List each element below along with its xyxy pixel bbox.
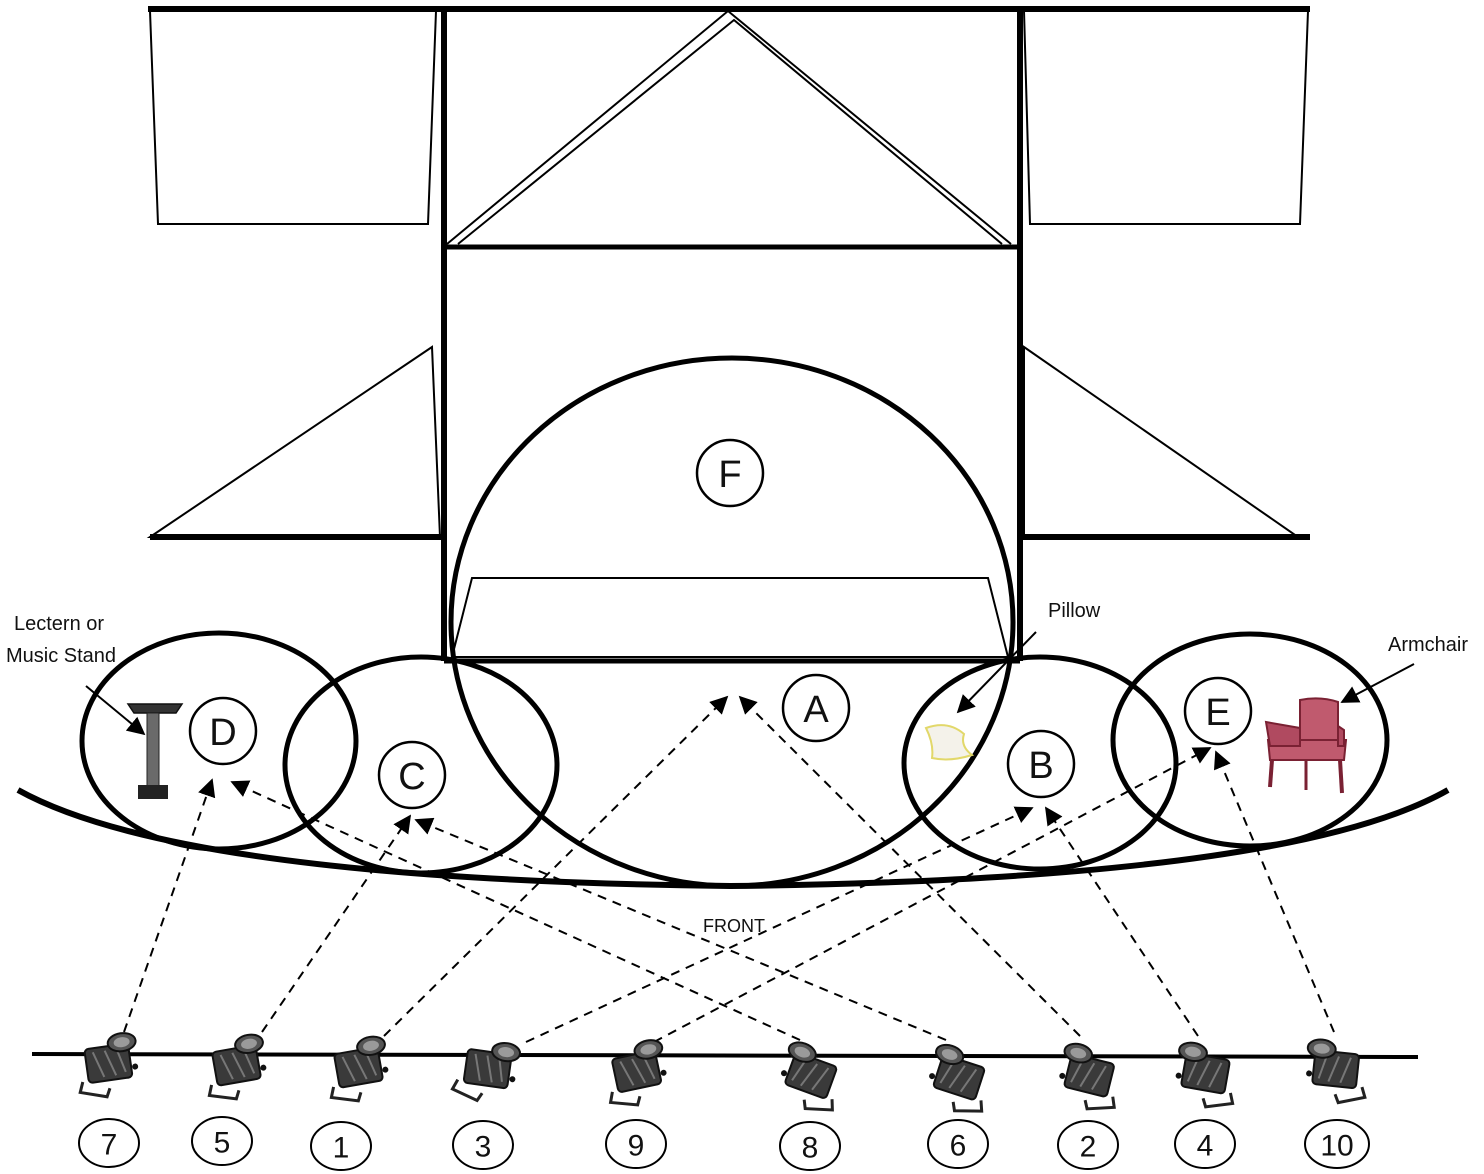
area-E-badge	[1183, 676, 1253, 746]
area-B-label: B	[1028, 745, 1053, 787]
instrument-5-label: 5	[214, 1127, 231, 1160]
fixtures	[71, 1029, 1372, 1121]
instrument-1-label: 1	[333, 1132, 350, 1165]
area-B-badge	[1006, 729, 1076, 799]
area-F-label: F	[718, 454, 741, 496]
fixture-9-icon	[598, 1036, 675, 1112]
area-A-badge	[781, 673, 851, 743]
fixture-8-icon	[769, 1037, 853, 1119]
area-D-badge	[188, 696, 258, 766]
fixture-3-icon	[449, 1035, 523, 1108]
area-labels: F A D C B E	[188, 438, 1253, 810]
area-F-badge	[695, 438, 765, 508]
beam-2-to-A	[738, 695, 1081, 1037]
beam-3-to-B	[525, 806, 1034, 1043]
roof-inner	[457, 18, 1003, 245]
right-side-triangle	[1023, 345, 1302, 538]
instrument-10-badge	[1304, 1119, 1370, 1169]
left-upper-flat	[148, 10, 438, 225]
beam-9-to-E	[653, 747, 1212, 1043]
area-C-label: C	[398, 756, 425, 798]
left-side-triangle	[146, 345, 442, 538]
armchair-label: Armchair	[1388, 634, 1468, 656]
area-E-outline	[1110, 631, 1390, 849]
pillow-icon	[924, 724, 975, 761]
instrument-4-badge	[1174, 1119, 1236, 1169]
instrument-9-badge	[605, 1119, 667, 1169]
fixture-7-icon	[71, 1029, 145, 1102]
lectern-icon	[126, 703, 184, 799]
area-D-outline	[79, 630, 359, 852]
fixture-1-icon	[320, 1033, 396, 1107]
area-C-badge	[377, 740, 447, 810]
instrument-3-badge	[452, 1120, 514, 1170]
beam-paths	[123, 695, 1335, 1043]
fixture-4-icon	[1168, 1039, 1244, 1113]
instrument-8-label: 8	[802, 1132, 819, 1165]
armchair-arrow	[1340, 663, 1415, 703]
pillow-label: Pillow	[1048, 600, 1101, 622]
pillow-arrow	[956, 631, 1037, 714]
instrument-7-badge	[78, 1118, 140, 1168]
area-C-outline	[282, 654, 560, 876]
instrument-10-label: 10	[1320, 1130, 1353, 1163]
armchair-icon	[1264, 697, 1348, 794]
beam-10-to-E	[1213, 750, 1335, 1033]
beam-4-to-B	[1045, 806, 1199, 1037]
instrument-6-label: 6	[950, 1130, 967, 1163]
roof-outer	[446, 9, 1012, 245]
lectern-label-line2: Music Stand	[6, 645, 116, 667]
instrument-labels: 7 5 1 3 9 8 6 2 4 10	[78, 1116, 1370, 1171]
platform	[450, 577, 1010, 658]
area-D-label: D	[209, 712, 236, 754]
area-F-outline	[448, 355, 1016, 889]
beam-8-to-D	[230, 780, 801, 1041]
beam-1-to-A	[383, 695, 729, 1037]
instrument-7-label: 7	[101, 1129, 118, 1162]
area-A-label: A	[803, 689, 829, 731]
lectern-arrow	[85, 685, 146, 736]
right-upper-flat	[1022, 10, 1310, 225]
instrument-6-badge	[927, 1119, 989, 1169]
lectern-label-line1: Lectern or	[14, 613, 104, 635]
instrument-3-label: 3	[475, 1131, 492, 1164]
beam-5-to-C	[261, 814, 412, 1033]
fixture-5-icon	[198, 1031, 274, 1105]
lighting-areas	[79, 355, 1390, 889]
stage-set	[16, 6, 1450, 890]
instrument-5-badge	[191, 1116, 253, 1166]
front-label: FRONT	[703, 916, 765, 936]
area-E-label: E	[1205, 692, 1230, 734]
instrument-1-badge	[310, 1121, 372, 1171]
stage-apron-curve	[16, 787, 1450, 890]
instrument-2-badge	[1057, 1120, 1119, 1170]
beam-7-to-D	[123, 778, 216, 1033]
instrument-9-label: 9	[628, 1130, 645, 1163]
fixture-6-icon	[918, 1040, 1000, 1121]
area-B-outline	[901, 654, 1179, 872]
instrument-8-badge	[779, 1121, 841, 1171]
fixture-2-icon	[1050, 1039, 1129, 1117]
instrument-4-label: 4	[1197, 1130, 1214, 1163]
fixture-10-icon	[1300, 1036, 1372, 1107]
instrument-2-label: 2	[1080, 1131, 1097, 1164]
annotations: Lectern or Music Stand Pillow Armchair F…	[6, 600, 1468, 936]
